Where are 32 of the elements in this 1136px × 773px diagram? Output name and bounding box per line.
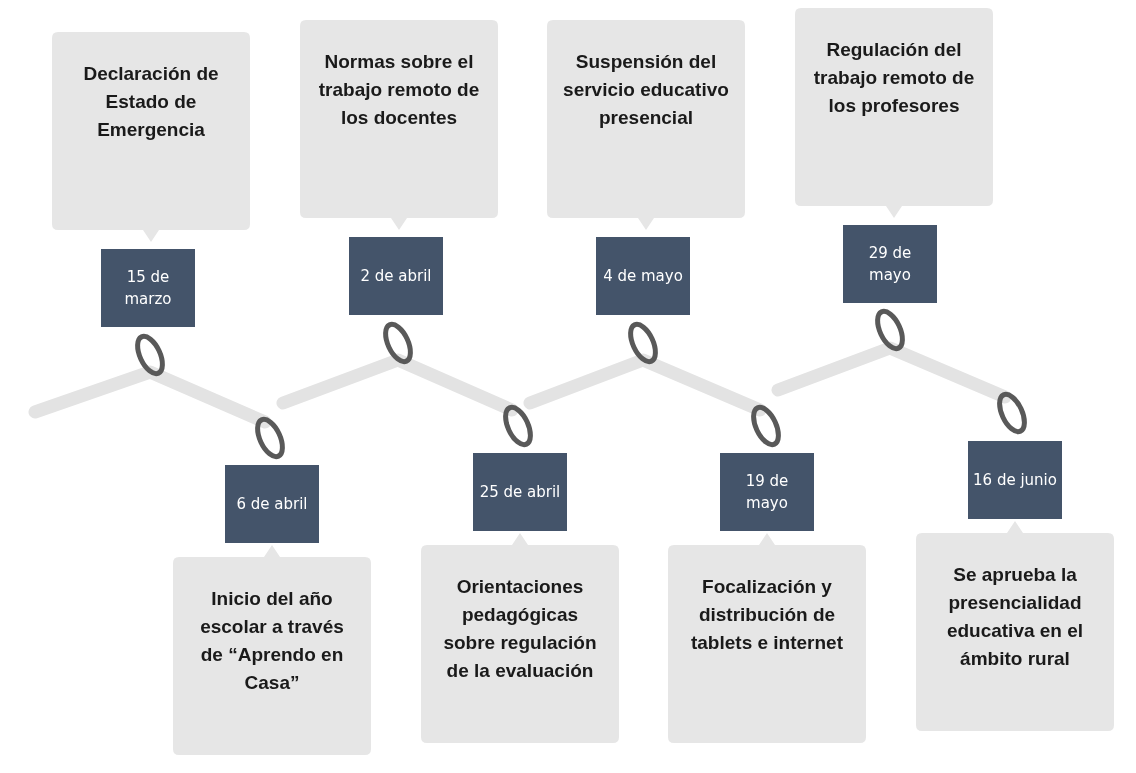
date-box — [101, 249, 195, 327]
callout-box — [300, 20, 498, 230]
event-text: Suspensión del servicio educativo presencial — [563, 50, 729, 130]
date-text: 15 de marzo — [123, 267, 173, 310]
date-box — [596, 237, 690, 315]
date-text: 16 de junio — [973, 470, 1057, 491]
event-text: Inicio del año escolar a través de “Aprendo en Casa” — [199, 587, 345, 695]
event-text: Focalización y distribución de tablets e internet — [689, 575, 844, 655]
callout-box — [916, 521, 1114, 731]
event-text: Declaración de Estado de Emergencia — [82, 62, 220, 142]
event-text: Regulación del trabajo remoto de los profesores — [812, 38, 976, 118]
date-text: 4 de mayo — [603, 266, 683, 287]
date-text: 29 de mayo — [867, 243, 913, 286]
date-text: 19 de mayo — [744, 471, 790, 514]
date-box — [968, 441, 1062, 519]
event-text: Normas sobre el trabajo remoto de los docentes — [317, 50, 481, 130]
callout-box — [52, 32, 250, 242]
callout-box — [668, 533, 866, 743]
event-text: Se aprueba la presencialidad educativa en el ámbito rural — [945, 563, 1085, 671]
callout-box — [795, 8, 993, 218]
event-text: Orientaciones pedagógicas sobre regulación de la evaluación — [442, 575, 598, 683]
callout-box — [547, 20, 745, 230]
date-box — [843, 225, 937, 303]
date-box — [720, 453, 814, 531]
callout-box — [421, 533, 619, 743]
date-box — [473, 453, 567, 531]
date-text: 25 de abril — [479, 482, 561, 503]
date-box — [225, 465, 319, 543]
date-text: 2 de abril — [360, 266, 432, 287]
date-box — [349, 237, 443, 315]
date-text: 6 de abril — [236, 494, 308, 515]
callout-box — [173, 545, 371, 755]
